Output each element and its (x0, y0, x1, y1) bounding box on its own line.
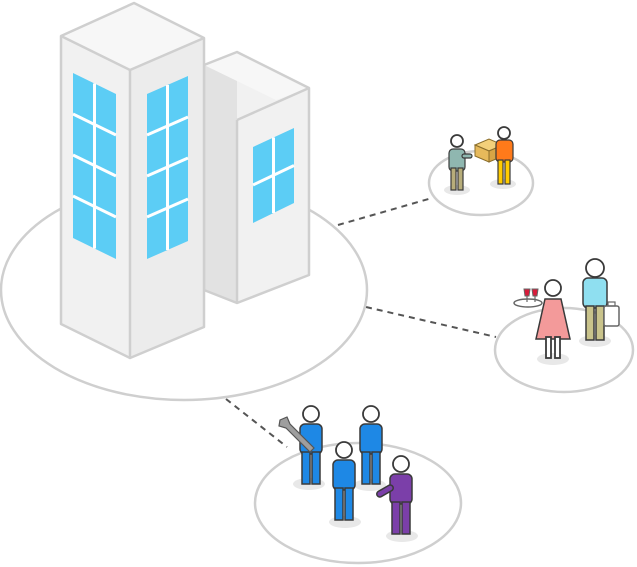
maintenance-group (278, 405, 418, 542)
wrench-icon (278, 416, 315, 453)
supervisor-figure (376, 455, 418, 542)
wine-tray-icon (513, 288, 543, 308)
worker-front (329, 441, 361, 528)
briefcase-icon (603, 301, 620, 327)
receiver-figure (444, 134, 473, 195)
maintenance-platform (253, 441, 463, 565)
front-building-left-window (72, 73, 117, 259)
back-building (202, 50, 311, 305)
connector-delivery (337, 197, 433, 226)
office-buildings (59, 1, 311, 360)
front-building-right-window (146, 76, 189, 259)
connector-hospitality (365, 306, 497, 338)
hospitality-group (513, 258, 620, 365)
delivery-platform (427, 149, 535, 217)
courier-figure (490, 126, 516, 189)
connectors (225, 197, 497, 448)
delivery-group (444, 126, 516, 195)
connector-maintenance (225, 398, 288, 448)
waiter-figure (513, 279, 571, 365)
front-building (59, 1, 206, 360)
back-building-window (252, 128, 295, 223)
worker-with-wrench (278, 405, 325, 490)
worker-back (354, 405, 386, 491)
guest-figure (579, 258, 620, 347)
